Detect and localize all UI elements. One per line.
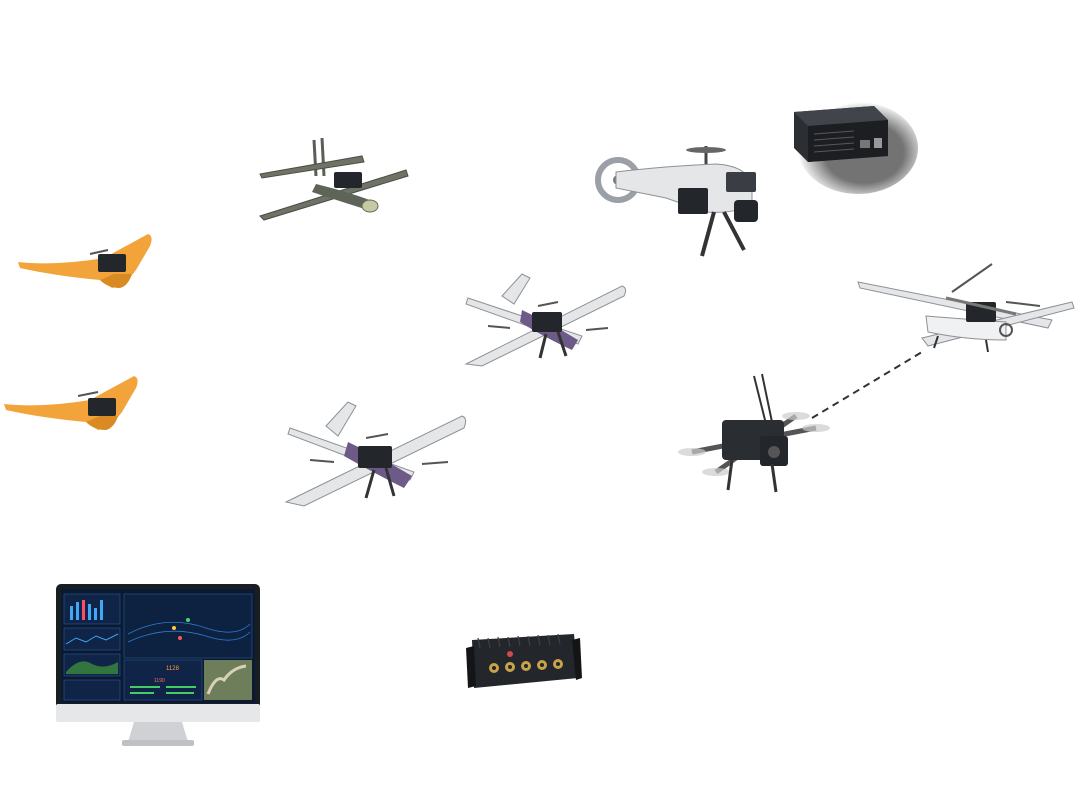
- large-vtol-fixed-wing-icon: [857, 263, 1075, 353]
- quadcopter: [676, 372, 836, 502]
- orange-flying-wing-icon: [4, 376, 138, 430]
- tube-launched-drone-icon: [259, 137, 409, 221]
- edge-computer-box-icon: [794, 102, 918, 194]
- vtol-small: [462, 270, 630, 370]
- vtol-fixed-wing-icon: [284, 401, 467, 507]
- dashboard-counter-text: 1128: [166, 666, 180, 672]
- quadcopter-icon: [678, 373, 830, 493]
- flying-wing-2: [2, 372, 142, 437]
- vtol-fuel: [856, 262, 1078, 354]
- flying-wing-1: [16, 230, 156, 295]
- dashboard-secondary-text: 1190: [154, 678, 165, 684]
- rugged-radio-unit-icon: [466, 633, 582, 688]
- vtol-fixed-wing-icon: [464, 273, 627, 367]
- loitering-munition: [256, 136, 412, 222]
- ducted-tail-helicopter-drone-icon: [595, 146, 758, 257]
- coaxial-helicopter: [595, 142, 764, 262]
- mini-computer: [784, 96, 918, 196]
- monitor-dashboard-icon: 1128 1190: [56, 584, 260, 746]
- ground-station: 1128 1190: [56, 584, 262, 750]
- vtol-large: [282, 398, 472, 510]
- orange-flying-wing-icon: [18, 234, 152, 288]
- radio-unit: [464, 628, 582, 694]
